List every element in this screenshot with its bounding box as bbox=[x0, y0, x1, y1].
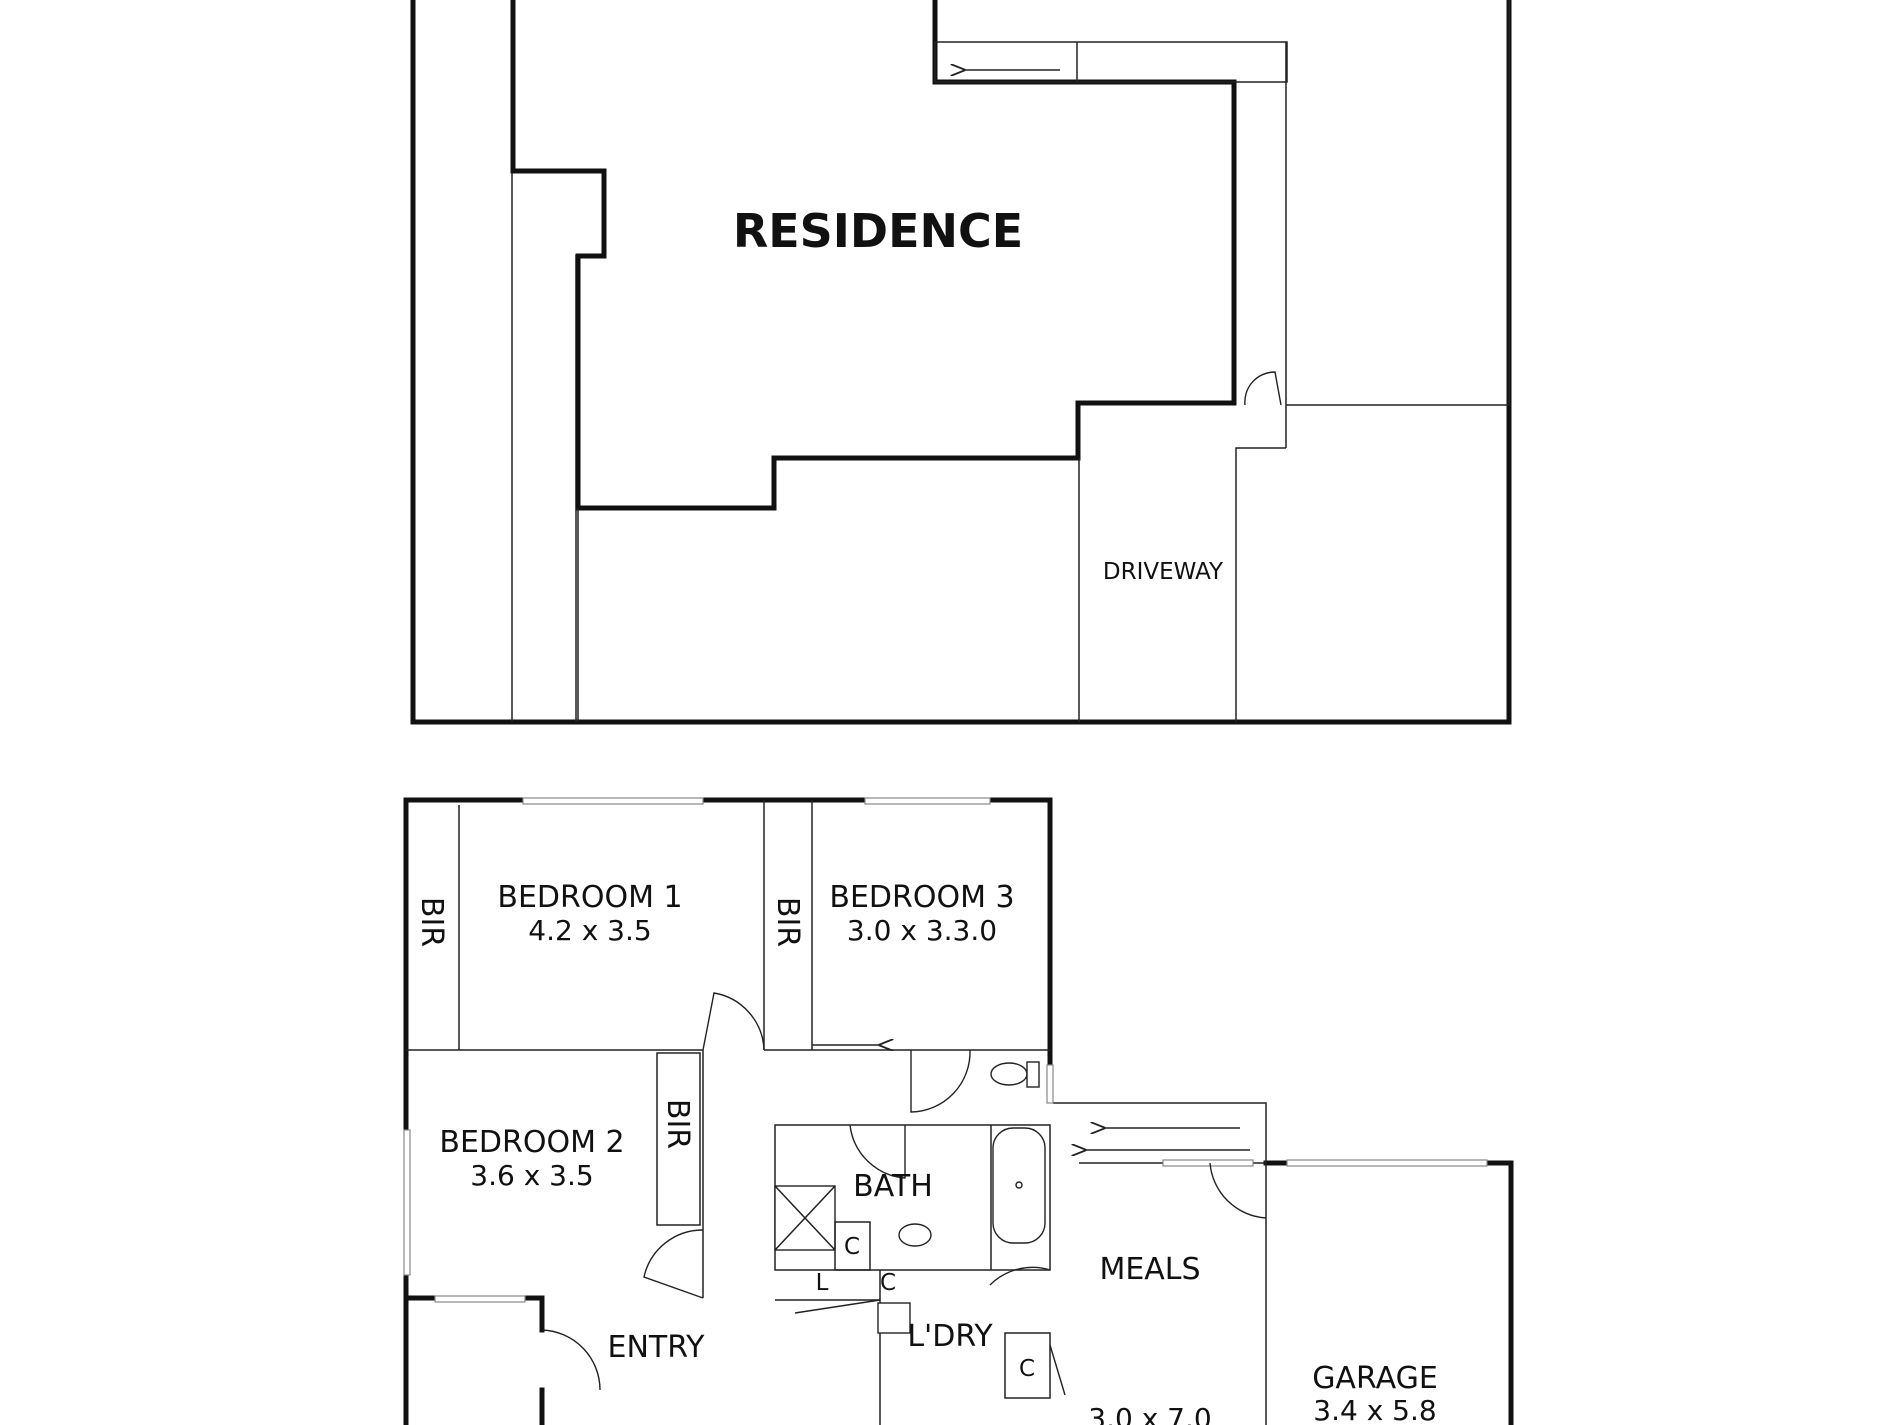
window-bedroom1 bbox=[522, 797, 704, 805]
bedroom1-dims: 4.2 x 3.5 bbox=[528, 914, 651, 947]
linen-label: L bbox=[816, 1270, 829, 1296]
cupboard-label-laundry: C bbox=[1019, 1356, 1035, 1382]
bedroom2-dims: 3.6 x 3.5 bbox=[470, 1159, 593, 1192]
bath-label: BATH bbox=[853, 1169, 933, 1204]
cupboard-label-bath: C bbox=[844, 1234, 860, 1260]
driveway-label: DRIVEWAY bbox=[1103, 559, 1224, 585]
door-laundry bbox=[989, 1266, 1051, 1286]
window-garage bbox=[1286, 1159, 1488, 1167]
meals-right-wall bbox=[1053, 1102, 1267, 1425]
bedroom3-label: BEDROOM 3 bbox=[829, 880, 1014, 915]
side-gate-path bbox=[934, 41, 1288, 83]
entry-label: ENTRY bbox=[608, 1330, 706, 1365]
door-garage bbox=[1209, 1162, 1267, 1219]
laundry-label: L'DRY bbox=[907, 1319, 993, 1354]
site-gate-door bbox=[1244, 371, 1282, 406]
toilet-cistern bbox=[1026, 1061, 1040, 1088]
site-plan: RESIDENCE DRIVEWAY bbox=[410, 0, 1512, 725]
laundry-tub bbox=[877, 1302, 911, 1334]
window-bedroom2 bbox=[403, 1129, 411, 1276]
bedroom1-label: BEDROOM 1 bbox=[497, 880, 682, 915]
residence-outline bbox=[510, 0, 1237, 511]
door-toilet bbox=[910, 1049, 971, 1113]
laundry-cupboard bbox=[1004, 1332, 1051, 1399]
floor-plan-bottom: BEDROOM 1 4.2 x 3.5 BEDROOM 3 3.0 x 3.3.… bbox=[403, 797, 1514, 1425]
window-meals bbox=[1162, 1159, 1254, 1167]
bedroom2-bir bbox=[656, 1052, 701, 1226]
door-bedroom1 bbox=[702, 992, 765, 1051]
door-entry bbox=[541, 1329, 601, 1391]
toilet bbox=[990, 1062, 1028, 1086]
window-bedroom2-front bbox=[434, 1295, 526, 1303]
meals-dims: 3.0 x 7.0 bbox=[1088, 1402, 1211, 1425]
basin bbox=[898, 1223, 932, 1247]
garage-dims: 3.4 x 5.8 bbox=[1313, 1394, 1436, 1425]
garage-label: GARAGE bbox=[1312, 1361, 1438, 1396]
bath-cupboard bbox=[834, 1221, 871, 1271]
bedroom2-label: BEDROOM 2 bbox=[439, 1125, 624, 1160]
residence-label: RESIDENCE bbox=[733, 204, 1023, 258]
door-bedroom2 bbox=[643, 1229, 704, 1299]
door-linen bbox=[794, 1299, 881, 1314]
bath-drain bbox=[1015, 1181, 1023, 1189]
window-toilet bbox=[1046, 1064, 1054, 1104]
cupboard-label-hall: C bbox=[880, 1270, 896, 1296]
bedroom3-dims: 3.0 x 3.3.0 bbox=[847, 914, 997, 947]
driveway-right-edge bbox=[1235, 447, 1286, 722]
bir-label-bedroom2: BIR bbox=[660, 1099, 695, 1149]
shower-line-2 bbox=[774, 1185, 836, 1251]
window-bedroom3 bbox=[864, 797, 991, 805]
door-bath bbox=[849, 1124, 906, 1179]
bir-label-bedroom3: BIR bbox=[770, 897, 805, 947]
bir-label-bedroom1: BIR bbox=[414, 897, 449, 947]
door-cupboard bbox=[1049, 1344, 1066, 1396]
meals-label: MEALS bbox=[1099, 1252, 1200, 1287]
